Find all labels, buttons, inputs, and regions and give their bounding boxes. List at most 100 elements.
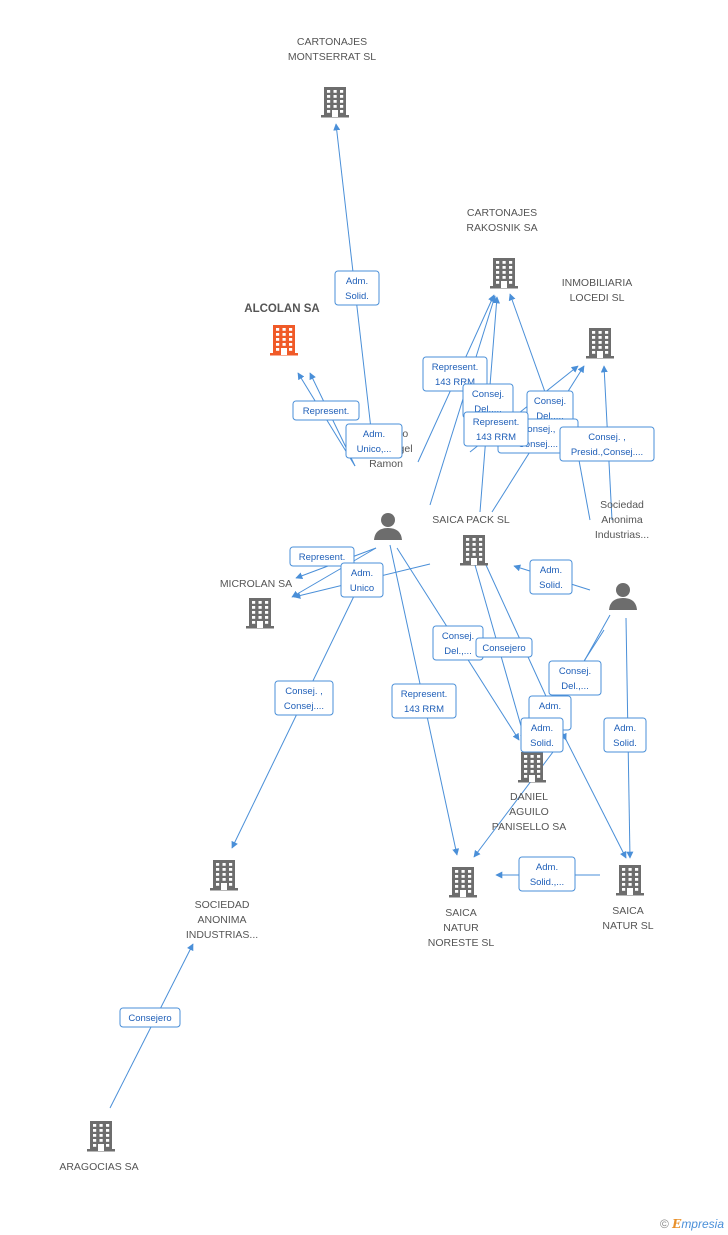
edge-label-frame: [518, 856, 576, 892]
node-label-saica-natur: SAICA: [612, 905, 644, 917]
building-window: [468, 880, 472, 883]
edge-label-box[interactable]: Represent.: [289, 546, 355, 567]
building-icon[interactable]: [246, 598, 274, 629]
edge-label-text: Adm.: [540, 565, 562, 576]
building-window: [468, 890, 472, 893]
building-window: [106, 1139, 110, 1142]
edge-label-frame: [292, 400, 360, 421]
building-window: [622, 888, 626, 891]
building-window: [496, 281, 500, 284]
building-window: [598, 341, 602, 344]
edge-label-box[interactable]: Represent.: [292, 400, 360, 421]
building-icon[interactable]: [586, 328, 614, 359]
edge-label-box[interactable]: Consej. ,Presid.,Consej....: [559, 426, 655, 462]
edge-label-box[interactable]: Represent.143 RRM: [463, 411, 529, 447]
edge-label-text: Represent.: [473, 417, 519, 428]
building-window: [282, 343, 286, 346]
person-body: [374, 528, 402, 540]
building-window: [537, 760, 541, 763]
building-window: [289, 333, 293, 336]
building-window: [479, 558, 483, 561]
edge-label-box[interactable]: Consej.Del.,...: [462, 383, 514, 419]
building-window: [509, 261, 513, 264]
building-window: [333, 90, 337, 93]
edge-line: [231, 593, 356, 849]
node-label-daniel-aguilo: DANIEL: [510, 791, 548, 803]
building-window: [229, 868, 233, 871]
node-label-sociedad-anonima-person: Anonima: [601, 514, 643, 526]
building-window: [496, 271, 500, 274]
edge-label-box[interactable]: Adm.Solid.: [520, 717, 564, 753]
copyright-symbol: ©: [659, 1217, 669, 1231]
building-window: [258, 616, 262, 619]
building-window: [479, 548, 483, 551]
building-window: [509, 281, 513, 284]
edge-label-box[interactable]: Consej. ,Consej....: [274, 680, 334, 716]
building-icon[interactable]: [460, 535, 488, 566]
building-icon[interactable]: [270, 325, 298, 356]
node-label-saica-natur-noreste: SAICA: [445, 907, 477, 919]
building-icon[interactable]: [616, 865, 644, 896]
building-window: [258, 601, 262, 604]
building-window: [216, 873, 220, 876]
edge-label-frame: [463, 411, 529, 447]
building-icon[interactable]: [321, 87, 349, 118]
person-icon[interactable]: [374, 513, 402, 540]
edge-label-box[interactable]: Consej.Del.,...: [526, 390, 574, 426]
building-window: [628, 868, 632, 871]
building-window: [282, 338, 286, 341]
building-door: [597, 351, 603, 358]
building-window: [265, 621, 269, 624]
node-label-cartonajes-rakosnik: RAKOSNIK SA: [466, 222, 537, 234]
edge-label-box[interactable]: Adm.Solid.,...: [518, 856, 576, 892]
building-window: [289, 328, 293, 331]
edge-label-frame: [529, 559, 573, 595]
building-window: [628, 878, 632, 881]
building-window: [289, 338, 293, 341]
building-icon[interactable]: [490, 258, 518, 289]
edge-label-box[interactable]: Adm.Solid.: [334, 270, 380, 306]
building-window: [592, 331, 596, 334]
edge-label-box[interactable]: Adm.Unico: [340, 562, 384, 598]
building-window: [99, 1129, 103, 1132]
building-window: [327, 105, 331, 108]
building-window: [93, 1129, 97, 1132]
building-icon[interactable]: [518, 752, 546, 783]
edge-line: [291, 547, 377, 598]
building-window: [466, 543, 470, 546]
edge-label-text: Consej. ,: [588, 432, 626, 443]
building-window: [216, 868, 220, 871]
building-window: [252, 621, 256, 624]
edge-label-box[interactable]: Consej.Del.,...: [432, 625, 484, 661]
edge-label-box[interactable]: Represent.143 RRM: [391, 683, 457, 719]
building-window: [222, 873, 226, 876]
edge-label-box[interactable]: Represent.143 RRM: [422, 356, 488, 392]
edge-label-box[interactable]: Consejero: [119, 1007, 181, 1028]
edge-label-frame: [119, 1007, 181, 1028]
building-window: [472, 543, 476, 546]
building-window: [276, 328, 280, 331]
edge-label-text: Represent.: [299, 552, 345, 563]
building-icon[interactable]: [210, 860, 238, 891]
building-window: [216, 878, 220, 881]
edge-label-box[interactable]: Consejero: [475, 637, 533, 658]
node-label-alcolan: ALCOLAN SA: [244, 303, 319, 315]
building-window: [502, 276, 506, 279]
building-window: [216, 863, 220, 866]
edge-label-box[interactable]: Adm.Unico,...: [345, 423, 403, 459]
building-window: [524, 755, 528, 758]
building-window: [340, 110, 344, 113]
building-window: [327, 110, 331, 113]
building-icon[interactable]: [87, 1121, 115, 1152]
edge-label-text: Consej. ,: [285, 686, 323, 697]
edge-label-box[interactable]: Adm.Solid.: [603, 717, 647, 753]
building-icon[interactable]: [449, 867, 477, 898]
building-window: [455, 880, 459, 883]
person-icon[interactable]: [609, 583, 637, 610]
node-label-microlan: MICROLAN SA: [220, 578, 292, 590]
edge-line: [555, 719, 627, 859]
edge-label-box[interactable]: Adm.Solid.: [529, 559, 573, 595]
edge-label-box[interactable]: Consej.Del.,...: [548, 660, 602, 696]
node-label-daniel-aguilo: PANISELLO SA: [492, 821, 567, 833]
